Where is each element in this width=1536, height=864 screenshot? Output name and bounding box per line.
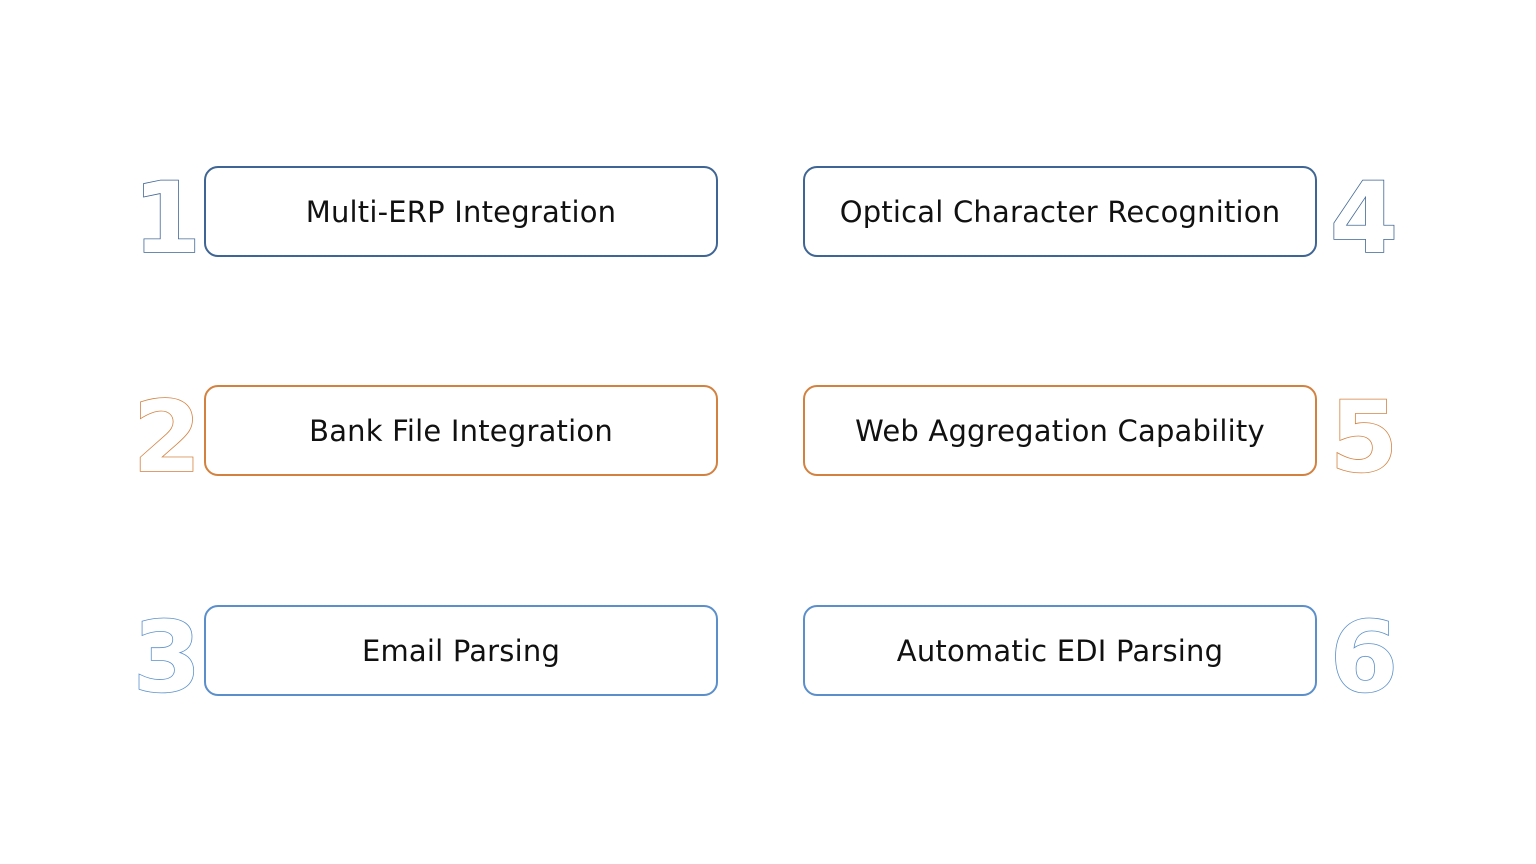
feature-box-optical-character-recognition: Optical Character Recognition [803, 166, 1317, 257]
feature-label: Optical Character Recognition [839, 194, 1281, 229]
feature-label: Email Parsing [361, 633, 561, 668]
feature-box-email-parsing: Email Parsing [204, 605, 718, 696]
feature-box-multi-erp-integration: Multi-ERP Integration [204, 166, 718, 257]
feature-label: Multi-ERP Integration [305, 194, 617, 229]
feature-label: Automatic EDI Parsing [896, 633, 1224, 668]
svg-text:1: 1 [133, 162, 201, 276]
svg-text:4: 4 [1330, 162, 1398, 276]
feature-box-web-aggregation-capability: Web Aggregation Capability [803, 385, 1317, 476]
numeral-2-icon: 2 [132, 380, 202, 496]
numeral-4-icon: 4 [1329, 161, 1399, 277]
numeral-6-icon: 6 [1329, 600, 1399, 716]
numeral-1-icon: 1 [132, 161, 202, 277]
numeral-5-icon: 5 [1329, 380, 1399, 496]
svg-text:3: 3 [133, 601, 201, 715]
svg-text:2: 2 [133, 381, 201, 495]
feature-label: Bank File Integration [309, 413, 613, 448]
svg-text:5: 5 [1330, 381, 1398, 495]
feature-box-bank-file-integration: Bank File Integration [204, 385, 718, 476]
svg-text:6: 6 [1330, 601, 1398, 715]
feature-label: Web Aggregation Capability [855, 413, 1265, 448]
numeral-3-icon: 3 [132, 600, 202, 716]
feature-box-automatic-edi-parsing: Automatic EDI Parsing [803, 605, 1317, 696]
